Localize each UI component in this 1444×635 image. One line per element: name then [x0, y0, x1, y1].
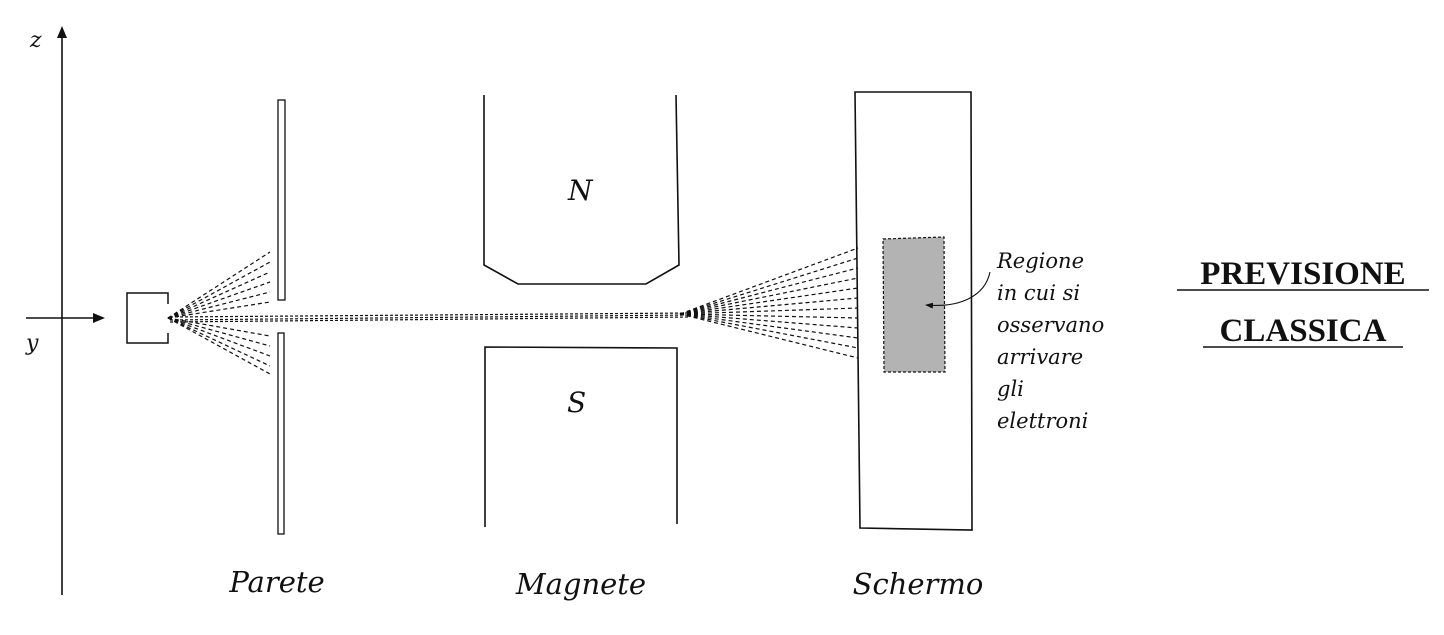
- annotation-line-6: elettroni: [997, 409, 1088, 433]
- south-pole-label: S: [567, 386, 586, 419]
- annotation-line-1: Regione: [996, 249, 1084, 273]
- screen: [854, 91, 973, 531]
- south-pole-shape: [484, 346, 678, 527]
- z-axis-label: z: [29, 28, 42, 53]
- screen-beam-fan: [679, 247, 859, 359]
- wall-upper-plate: [277, 99, 286, 301]
- annotation-line-3: osservano: [997, 313, 1104, 337]
- wall-label: Parete: [228, 565, 324, 599]
- diagram-title: PREVISIONE CLASSICA: [1177, 256, 1429, 349]
- annotation-line-2: in cui si: [997, 281, 1080, 305]
- screen-label: Schermo: [853, 567, 984, 601]
- y-axis: y: [25, 313, 105, 356]
- title-line-2: CLASSICA: [1220, 313, 1387, 349]
- annotation-leader-arrow: [925, 271, 991, 309]
- magnet-south-pole: S: [484, 346, 678, 527]
- electron-arrival-region: [882, 236, 946, 373]
- annotation-line-5: gli: [997, 377, 1024, 401]
- title-line-1: PREVISIONE: [1200, 256, 1405, 292]
- north-pole-label: N: [567, 174, 594, 207]
- screen-frame: [854, 91, 973, 531]
- annotation-line-4: arrivare: [997, 345, 1083, 369]
- north-pole-shape: [483, 94, 680, 285]
- y-axis-label: y: [25, 331, 39, 356]
- magnet-label: Magnete: [515, 567, 646, 601]
- z-axis: z: [29, 26, 67, 595]
- electron-source: [126, 292, 169, 344]
- wall: [277, 99, 286, 535]
- source-beam-fan: [167, 251, 271, 375]
- collimated-beam: [169, 312, 691, 323]
- region-annotation: Regione in cui si osservano arrivare gli…: [996, 249, 1104, 433]
- wall-lower-plate: [277, 332, 285, 535]
- magnet-north-pole: N: [483, 94, 680, 285]
